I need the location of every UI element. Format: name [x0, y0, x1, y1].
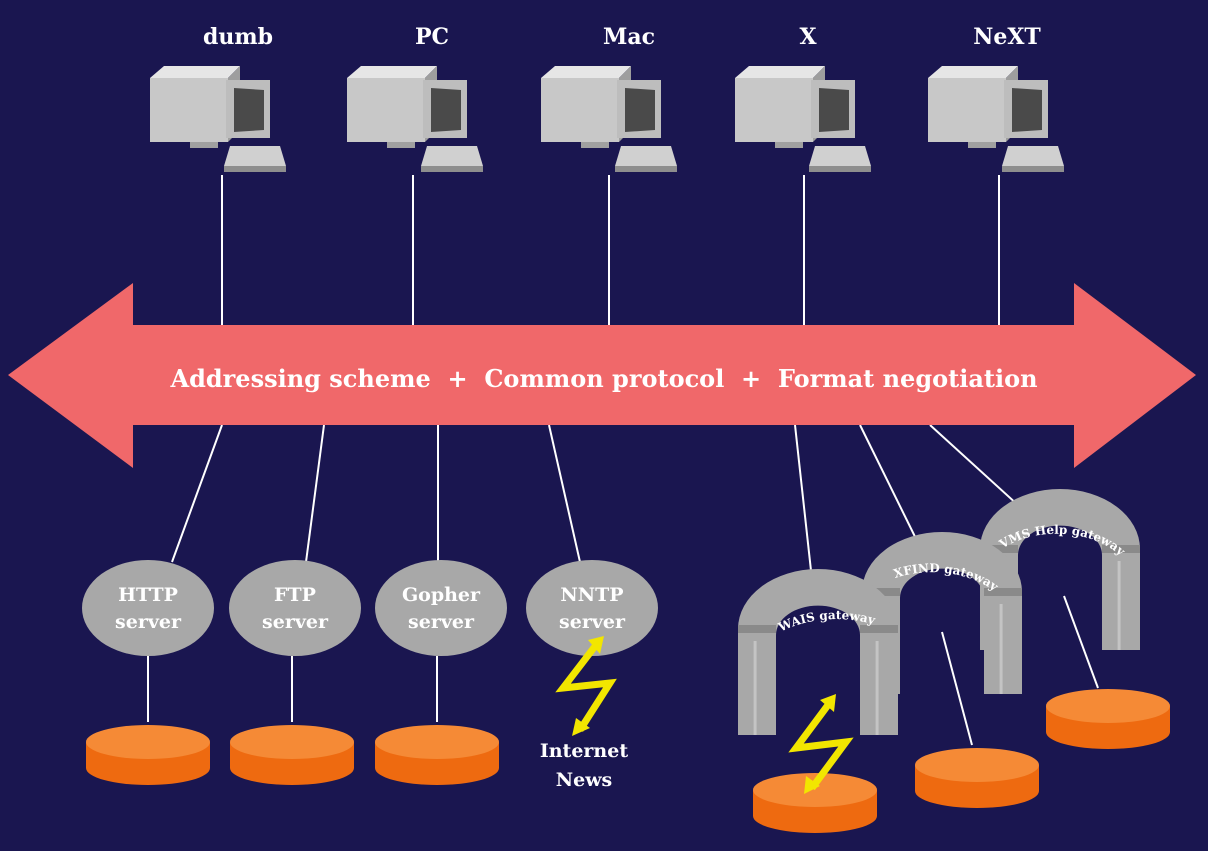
database-icon: [375, 725, 499, 785]
nntp-server: [526, 560, 658, 656]
nntp-server-line2: server: [559, 611, 626, 633]
gateways: [738, 489, 1140, 735]
ftp-server-line2: server: [262, 611, 329, 633]
database-icon: [86, 725, 210, 785]
databases: [86, 689, 1170, 833]
ftp-server-line1: FTP: [274, 584, 316, 606]
gateway-line: [1063, 595, 1099, 689]
ftp-server: [229, 560, 361, 656]
client-connector-lines: [221, 175, 1000, 325]
client-label-pc: PC: [415, 24, 449, 50]
client-computers: [150, 66, 1064, 172]
computer-icon: [150, 66, 286, 172]
database-icon: [230, 725, 354, 785]
nntp-server-line1: NNTP: [560, 584, 623, 606]
http-server: [82, 560, 214, 656]
lightning-bolts: [555, 636, 854, 794]
internet-news-line1: Internet: [540, 740, 628, 762]
database-icon: [915, 748, 1039, 808]
computer-icon: [928, 66, 1064, 172]
arrow-label: Addressing scheme + Common protocol + Fo…: [169, 364, 1037, 393]
client-label-x: X: [799, 24, 817, 50]
server-connector-lines: [147, 424, 1099, 746]
server-line: [548, 424, 581, 563]
client-label-dumb: dumb: [203, 24, 273, 50]
computer-icon: [347, 66, 483, 172]
database-icon: [1046, 689, 1170, 749]
client-labels: dumb PC Mac X NeXT: [203, 24, 1041, 50]
internet-news-line2: News: [556, 769, 613, 791]
gateway-line: [859, 424, 926, 558]
servers: HTTP server FTP server Gopher server NNT…: [82, 560, 658, 656]
arch-icon: [738, 569, 898, 735]
gopher-server-line1: Gopher: [402, 584, 481, 606]
server-line: [305, 424, 325, 563]
server-line: [171, 424, 223, 563]
gateway-line: [794, 424, 815, 599]
computer-icon: [735, 66, 871, 172]
computer-icon: [541, 66, 677, 172]
gopher-server: [375, 560, 507, 656]
gopher-server-line2: server: [408, 611, 475, 633]
http-server-line2: server: [115, 611, 182, 633]
lightning-icon: [555, 636, 617, 736]
client-label-mac: Mac: [603, 24, 655, 50]
database-icon: [753, 773, 877, 833]
http-server-line1: HTTP: [118, 584, 178, 606]
gateway-line: [941, 631, 973, 746]
lightning-icon: [788, 694, 854, 794]
client-label-next: NeXT: [973, 24, 1041, 50]
double-headed-arrow: Addressing scheme + Common protocol + Fo…: [8, 283, 1196, 468]
